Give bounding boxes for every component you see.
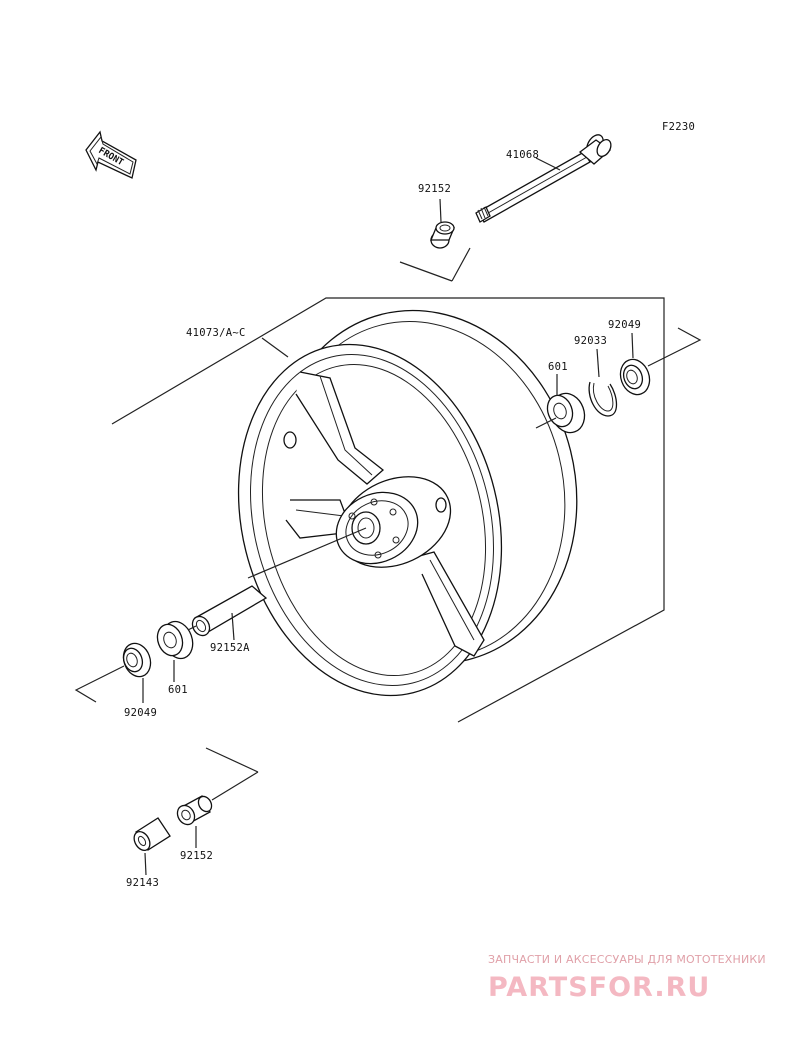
circlip-92033 bbox=[588, 381, 618, 417]
label-wheel: 41073/A~C bbox=[186, 327, 246, 339]
collar-bottom-92152 bbox=[176, 795, 213, 826]
seal-right-92049 bbox=[619, 358, 651, 396]
wheel-rim-41073 bbox=[237, 309, 578, 697]
label-axle: 41068 bbox=[506, 149, 539, 161]
watermark: ЗАПЧАСТИ И АКСЕССУАРЫ ДЛЯ МОТОТЕХНИКИ PA… bbox=[488, 953, 766, 1003]
label-seal-right: 92049 bbox=[608, 319, 641, 331]
bearing-right-601 bbox=[546, 392, 586, 434]
label-collar-bottom: 92152 bbox=[180, 850, 213, 862]
label-circlip: 92033 bbox=[574, 335, 607, 347]
label-collar-small: 92143 bbox=[126, 877, 159, 889]
front-direction-icon: FRONT bbox=[85, 130, 137, 179]
label-bearing-right: 601 bbox=[548, 361, 568, 373]
spacer-92152A bbox=[191, 585, 268, 637]
label-spacer: 92152A bbox=[210, 642, 250, 654]
watermark-tagline: ЗАПЧАСТИ И АКСЕССУАРЫ ДЛЯ МОТОТЕХНИКИ bbox=[488, 953, 766, 966]
seal-left-92049 bbox=[122, 642, 152, 678]
watermark-logo: PARTSFOR.RU bbox=[488, 972, 710, 1003]
bearing-left-601 bbox=[156, 620, 194, 660]
label-bearing-left: 601 bbox=[168, 684, 188, 696]
axle-41068 bbox=[475, 134, 612, 223]
figure-code: F2230 bbox=[662, 121, 695, 133]
collar-small-92143 bbox=[133, 817, 171, 851]
label-collar-top: 92152 bbox=[418, 183, 451, 195]
label-seal-left: 92049 bbox=[124, 707, 157, 719]
collar-top-92152 bbox=[430, 221, 455, 249]
